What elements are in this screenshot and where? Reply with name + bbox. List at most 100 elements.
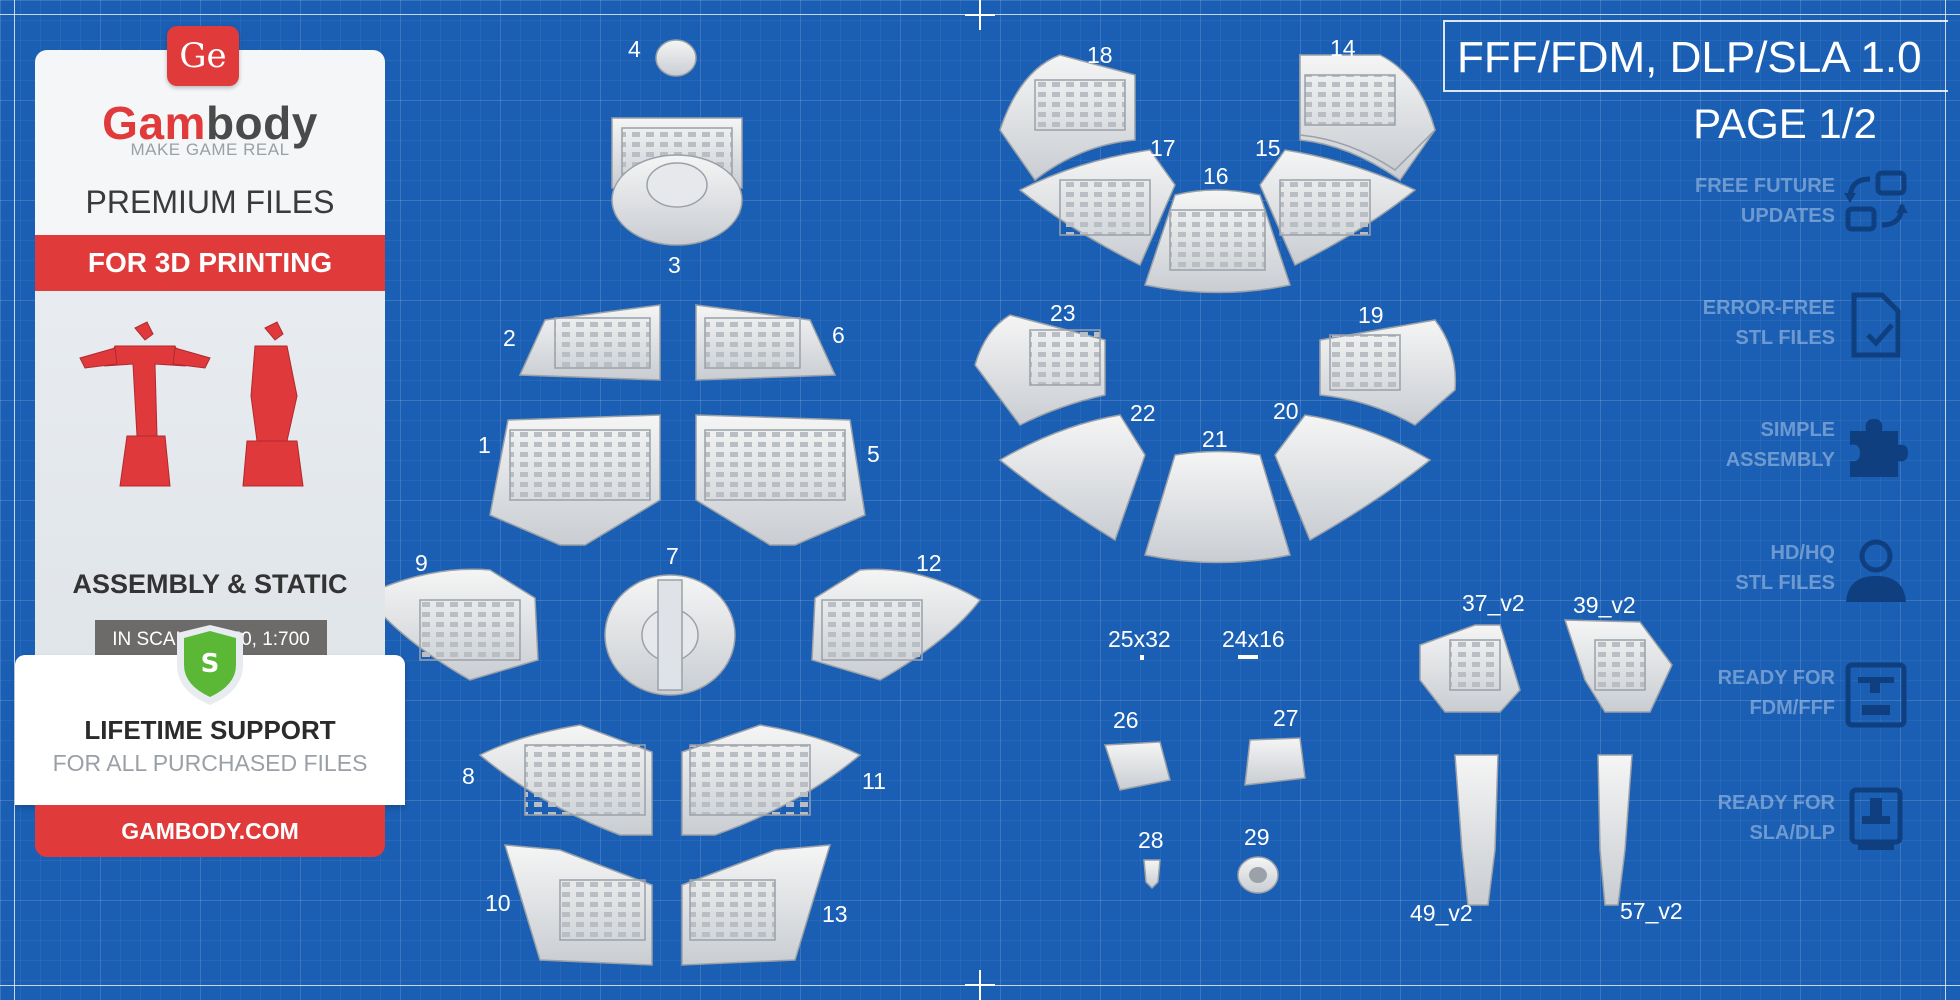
part-label-16: 16	[1203, 163, 1229, 189]
brand-tagline: MAKE GAME REAL	[130, 140, 290, 159]
part-label-28: 28	[1138, 827, 1164, 853]
part-label-3: 3	[668, 252, 681, 278]
brand-card: Ge Gambody MAKE GAME REAL PREMIUM FILES …	[15, 26, 405, 857]
file-check-icon	[1842, 291, 1910, 359]
part-12	[811, 568, 982, 681]
person-icon	[1842, 536, 1910, 604]
page-indicator: PAGE 1/2	[1693, 100, 1877, 147]
part-14	[1299, 53, 1437, 182]
part-label-12: 12	[916, 550, 942, 576]
frame-line-left	[14, 0, 15, 1000]
part-label-2: 2	[503, 325, 516, 351]
part-label-27: 27	[1273, 705, 1299, 731]
gambody-logo-badge[interactable]: Ge	[167, 26, 239, 86]
part-label-17: 17	[1150, 135, 1176, 161]
part-label-7: 7	[666, 543, 679, 569]
part-label-14: 14	[1330, 35, 1356, 61]
gambody-site-link[interactable]: GAMBODY.COM	[35, 805, 385, 857]
part-label-11: 11	[862, 768, 886, 794]
part-label-24: 24x16	[1222, 626, 1285, 652]
figurines-icon	[79, 321, 304, 487]
part-label-57: 57_v2	[1620, 898, 1683, 924]
support-shield-icon: S	[177, 625, 243, 705]
part-5	[695, 414, 866, 546]
part-2	[518, 304, 661, 381]
brand-card-header: Ge Gambody MAKE GAME REAL PREMIUM FILES	[35, 26, 385, 235]
part-label-8: 8	[462, 763, 475, 789]
brand-name-part2: body	[205, 97, 318, 149]
part-label-39: 39_v2	[1573, 592, 1636, 618]
part-label-19: 19	[1358, 302, 1384, 328]
part-21	[1144, 450, 1291, 564]
part-label-37: 37_v2	[1462, 590, 1525, 616]
lifetime-support-box: S LIFETIME SUPPORT FOR ALL PURCHASED FIL…	[15, 625, 405, 805]
puzzle-icon	[1842, 413, 1910, 481]
part-label-23: 23	[1050, 300, 1076, 326]
assembly-static-heading: ASSEMBLY & STATIC	[72, 569, 348, 599]
part-label-29: 29	[1244, 824, 1270, 850]
version-title: FFF/FDM, DLP/SLA 1.0	[1443, 20, 1948, 92]
part-label-49: 49_v2	[1410, 900, 1473, 926]
part-37	[1419, 624, 1521, 713]
part-25	[1140, 655, 1144, 660]
part-3	[611, 117, 743, 246]
part-11	[681, 724, 862, 836]
premium-files-heading: PREMIUM FILES	[85, 184, 335, 220]
part-22	[998, 414, 1146, 542]
sla-printer-icon	[1842, 786, 1910, 854]
part-10	[503, 844, 653, 966]
part-label-22: 22	[1130, 400, 1156, 426]
part-label-1: 1	[478, 432, 491, 458]
part-17	[1018, 149, 1176, 267]
part-57	[1597, 754, 1633, 906]
for-3d-printing-banner: FOR 3D PRINTING	[35, 235, 385, 291]
part-label-15: 15	[1255, 135, 1281, 161]
part-23	[974, 314, 1106, 426]
part-18	[999, 54, 1136, 182]
brand-name-part1: Gam	[102, 97, 206, 149]
frame-line-right	[1945, 0, 1946, 1000]
part-label-18: 18	[1087, 42, 1113, 68]
part-label-9: 9	[415, 550, 428, 576]
part-label-25: 25x32	[1108, 626, 1171, 652]
lifetime-support-title: LIFETIME SUPPORT	[84, 715, 336, 745]
part-19	[1319, 319, 1457, 426]
part-27	[1244, 737, 1306, 786]
part-label-5: 5	[867, 441, 880, 467]
part-9	[363, 568, 539, 681]
part-15	[1259, 149, 1417, 267]
brand-name[interactable]: Gambody	[35, 96, 385, 150]
part-label-20: 20	[1273, 398, 1299, 424]
part-26	[1103, 741, 1171, 791]
crosshair-mark	[965, 970, 995, 1000]
part-label-4: 4	[628, 36, 641, 62]
fdm-printer-icon	[1842, 661, 1910, 729]
part-label-6: 6	[832, 322, 845, 348]
part-16	[1144, 189, 1291, 294]
part-20	[1274, 414, 1432, 542]
part-28	[1143, 859, 1161, 890]
part-4	[655, 39, 697, 77]
update-icon	[1842, 169, 1910, 237]
part-label-26: 26	[1113, 707, 1139, 733]
part-24	[1238, 655, 1258, 659]
part-13	[681, 844, 832, 966]
part-6	[695, 304, 837, 381]
part-8	[478, 724, 653, 836]
lifetime-support-subtitle: FOR ALL PURCHASED FILES	[52, 750, 368, 776]
crosshair-mark	[965, 0, 995, 30]
part-49	[1454, 754, 1499, 906]
part-label-13: 13	[822, 901, 848, 927]
part-label-10: 10	[485, 890, 511, 916]
